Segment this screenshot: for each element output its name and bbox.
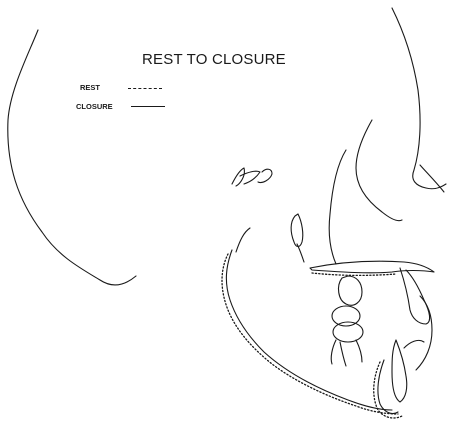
- handwritten-mark: [232, 168, 272, 186]
